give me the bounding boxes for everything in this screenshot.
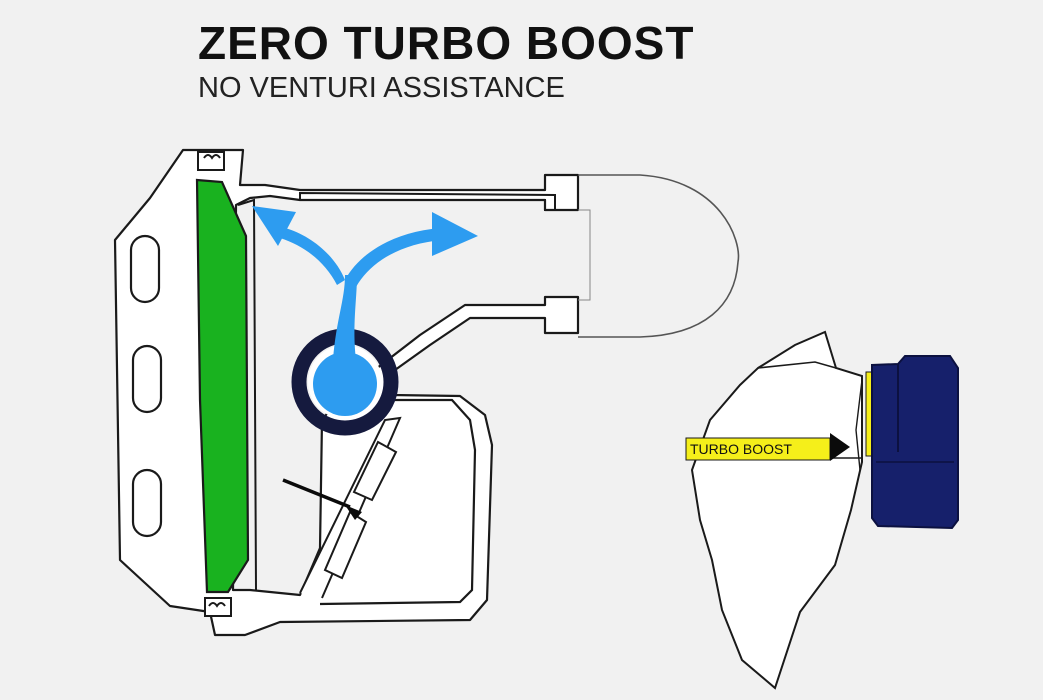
mounting-slots: [129, 234, 163, 538]
hose-loop: [578, 174, 740, 338]
outlet-pipe: [299, 191, 556, 211]
diaphragm-clamps: [197, 151, 232, 617]
reed-segments: [323, 440, 398, 580]
adjuster-cutaway: TURBO BOOST: [685, 330, 959, 690]
diagram-subtitle: NO VENTURI ASSISTANCE: [198, 72, 565, 104]
inner-wall: [237, 198, 257, 591]
diagram-title: ZERO TURBO BOOST: [198, 17, 695, 69]
turbo-boost-label: TURBO BOOST: [690, 441, 792, 457]
diaphragm: [195, 178, 250, 594]
cutaway-body: [690, 330, 863, 690]
airflow-arrow-icon: [252, 206, 296, 246]
airflow-right-branch: [345, 228, 442, 287]
lower-chamber: [319, 398, 477, 606]
airflow-left-branch: [280, 228, 345, 285]
airflow-arrow-icon: [432, 212, 478, 256]
pointer-arrow-icon: [830, 433, 850, 461]
hose-inner: [578, 209, 591, 301]
airflow-stem: [333, 275, 357, 360]
needle-lever: [282, 478, 362, 520]
airflow: [252, 206, 478, 416]
adjuster-knob: [871, 355, 959, 530]
airflow-source: [313, 352, 377, 416]
